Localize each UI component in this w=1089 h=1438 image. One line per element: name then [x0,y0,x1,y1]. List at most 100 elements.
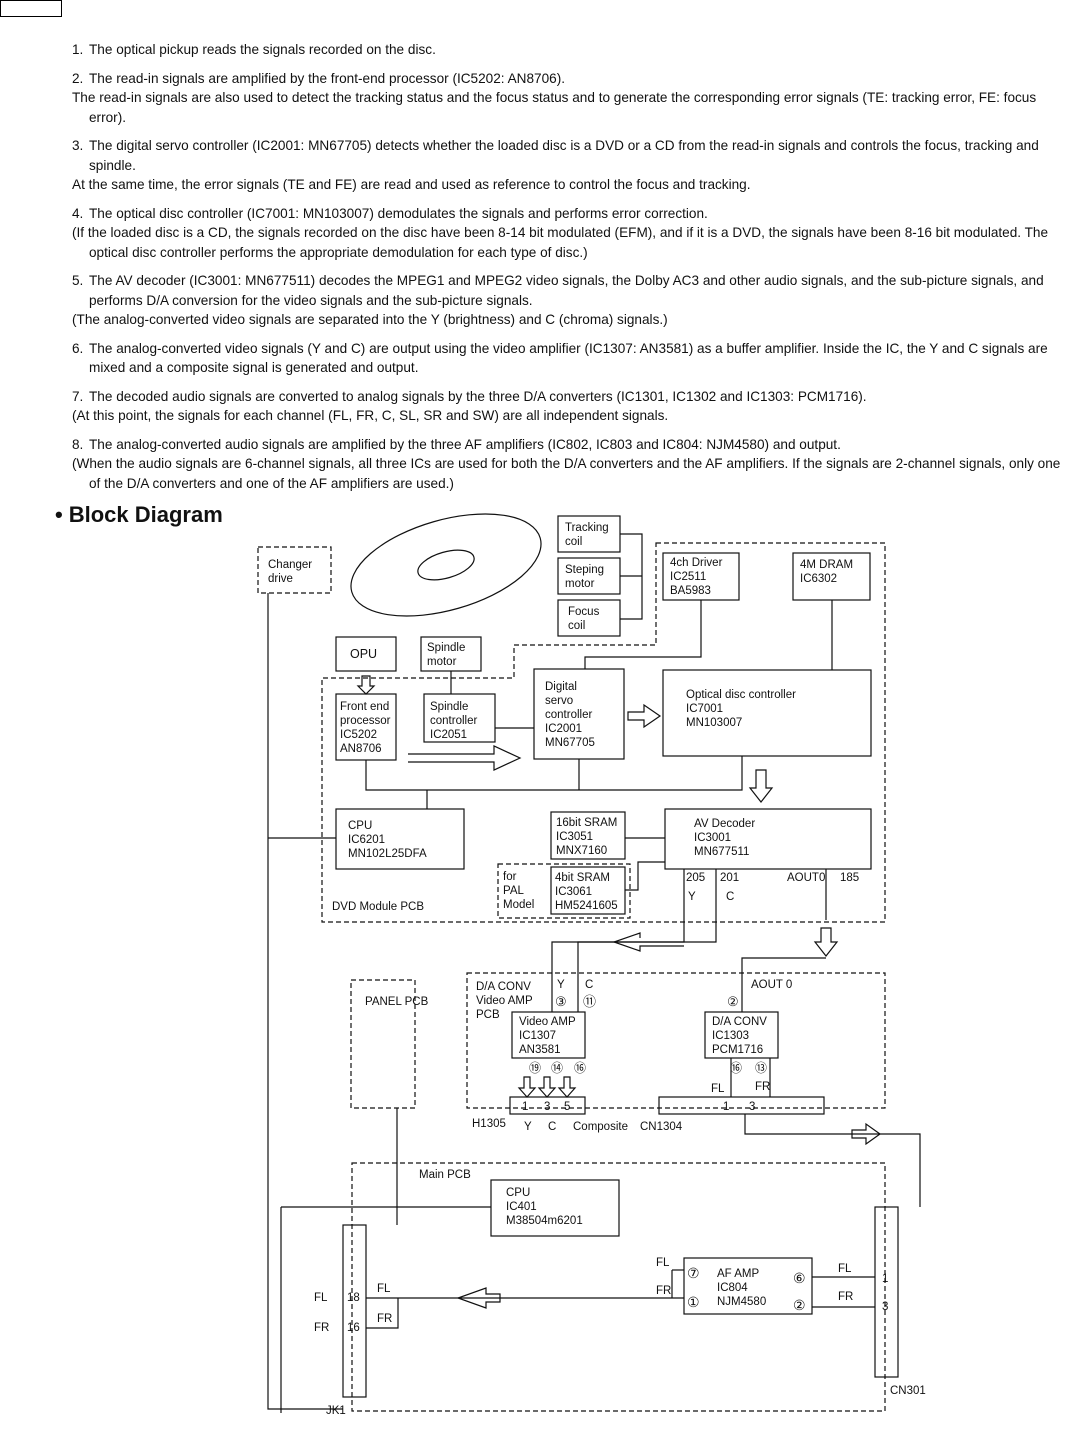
changer-drive-box [257,546,332,594]
jk1-fl-label: FL [314,1292,328,1304]
pal-model-box [497,863,631,919]
front-end-label: AN8706 [340,743,382,755]
step-number: 7. [72,388,84,404]
cn1304-pin-1: 1 [723,1101,729,1113]
pal-model-label: for [503,871,517,883]
panel-pcb-label: PANEL PCB [365,996,429,1008]
corner-box [0,0,62,17]
h1305-pin-1: 1 [522,1101,528,1113]
disc-hole-graphic [417,549,475,581]
step-item: 8.The analog-converted audio signals are… [72,435,1067,494]
dvd-module-pcb-border [321,542,886,923]
bullet-icon: • [55,502,63,527]
af-amp-out-fl: FL [838,1263,852,1275]
step-number: 8. [72,436,84,452]
focus-coil-label: coil [568,620,585,632]
sram-4bit-label: IC3061 [555,886,592,898]
servo-controller-label: IC2001 [545,723,582,735]
av-decoder-box [664,808,872,870]
af-amp-label: NJM4580 [717,1296,766,1308]
cn301-pin-3: 3 [882,1301,888,1313]
cpu-main-label: IC401 [506,1201,537,1213]
cn301-connector [874,1206,899,1378]
pal-model-label: Model [503,899,534,911]
aout0-label: AOUT 0 [751,979,792,991]
cpu-main-label: M38504m6201 [506,1215,583,1227]
da-conv-pcb-border [466,972,886,1109]
servo-controller-label: MN67705 [545,737,595,749]
af-amp-label: IC804 [717,1282,748,1294]
dram-4m-label: IC6302 [800,573,837,585]
dram-4m-label: 4M DRAM [800,559,853,571]
step-item: 4. The optical disc controller (IC7001: M… [72,204,1067,263]
step-item: 1.The optical pickup reads the signals r… [72,40,1067,60]
step-number: 3. [72,138,84,153]
step-text: (If the loaded disc is a CD, the signals… [72,225,1049,260]
sram-4bit-label: HM5241605 [555,900,618,912]
af-amp-pin-1: ① [687,1294,700,1310]
disc-graphic [350,513,542,617]
optical-disc-controller-label: Optical disc controller [686,689,796,701]
af-amp-pin-2: ② [793,1297,806,1313]
video-amp-pin-3: ③ [555,994,567,1009]
dvd-module-pcb-label: DVD Module PCB [332,901,424,913]
cpu-dvd-label: MN102L25DFA [348,848,427,860]
block-diagram-title: Block Diagram [68,502,223,527]
av-pin-c: C [726,891,734,903]
cpu-main-label: CPU [506,1187,530,1199]
step-item: 7. The decoded audio signals are converte… [72,387,1067,426]
af-amp-in-fl: FL [656,1257,670,1269]
step-text: The digital servo controller (IC2001: MN… [89,138,1039,173]
h1305-composite-label: Composite [573,1121,628,1133]
driver-4ch-label: 4ch Driver [670,557,723,569]
optical-disc-controller-box [662,669,872,757]
cn1304-label: CN1304 [640,1121,683,1133]
video-amp-label: IC1307 [519,1030,556,1042]
step-text: The AV decoder (IC3001: MN677511) decode… [89,273,1044,308]
video-amp-label: AN3581 [519,1044,561,1056]
spindle-controller-box [423,693,496,743]
step-text: The optical pickup reads the signals rec… [89,42,436,57]
cn1304-connector [658,1096,825,1115]
focus-coil-box [557,599,621,637]
da-conv-pin-2: ② [727,994,739,1009]
af-amp-pin-7: ⑦ [687,1265,700,1281]
step-text: The decoded audio signals are converted … [89,388,867,404]
af-amp-label: AF AMP [717,1268,760,1280]
sram-16bit-label: 16bit SRAM [556,817,617,829]
video-amp-pin-16: ⑯ [574,1061,586,1075]
video-amp-input-c: C [585,979,593,991]
wires [267,533,921,1413]
jk1-fr-label: FR [314,1322,329,1334]
step-number: 4. [72,205,84,221]
spindle-controller-label: Spindle [430,701,468,713]
optical-disc-controller-label: MN103007 [686,717,742,729]
da-conv-label: IC1303 [712,1030,749,1042]
servo-controller-label: servo [545,695,573,707]
step-text: (At this point, the signals for each cha… [72,408,669,423]
signal-arrows [356,675,882,1309]
av-pin-y: Y [688,891,696,903]
pal-model-label: PAL [503,885,524,897]
step-text: The analog-converted video signals (Y an… [89,340,1048,376]
cpu-dvd-box [335,808,465,870]
jk1-in-fr: FR [377,1313,392,1325]
step-text: The optical disc controller (IC7001: MN1… [89,205,708,221]
af-amp-box [683,1257,813,1315]
cn301-pin-1: 1 [882,1273,888,1285]
da-conv-pcb-label: Video AMP [476,995,533,1007]
servo-controller-label: controller [545,709,592,721]
step-number: 2. [72,70,84,86]
front-end-label: Front end [340,701,389,713]
step-text: At the same time, the error signals (TE … [72,177,751,192]
cn1304-pin-3: 3 [749,1101,755,1113]
video-amp-pin-19: ⑲ [529,1061,541,1075]
video-amp-input-y: Y [557,979,565,991]
video-amp-label: Video AMP [519,1016,576,1028]
step-number: 6. [72,340,84,356]
h1305-y-label: Y [524,1121,532,1133]
servo-controller-label: Digital [545,681,577,693]
video-amp-pin-14: ⑭ [551,1061,563,1075]
spindle-controller-label: IC2051 [430,729,467,741]
